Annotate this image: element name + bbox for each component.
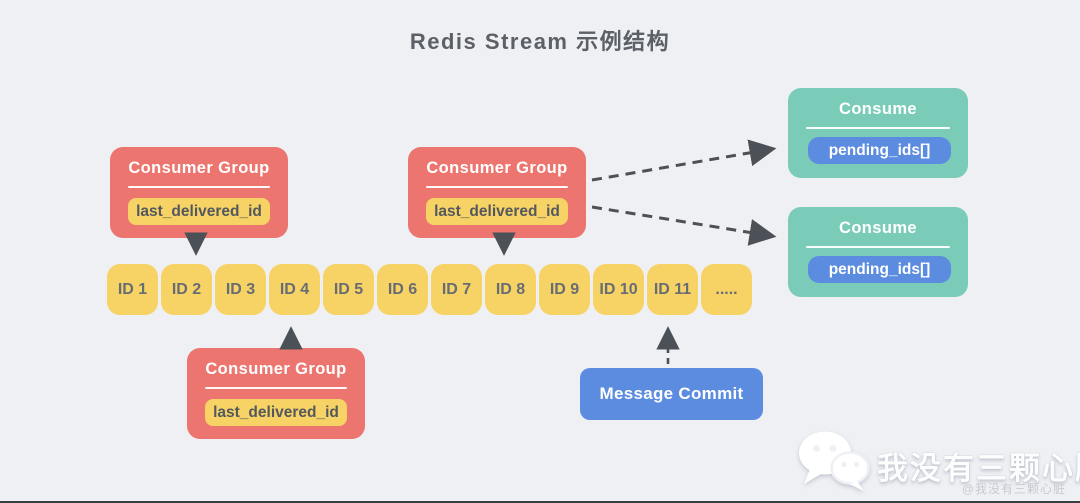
stream-id-cell: ID 6: [377, 264, 428, 315]
stream-id-cell: ID 11: [647, 264, 698, 315]
stream-id-cell: ID 1: [107, 264, 158, 315]
bottom-divider-line: [0, 501, 1080, 503]
stream-id-cell: ID 2: [161, 264, 212, 315]
last-delivered-id-pill: last_delivered_id: [426, 198, 568, 225]
stream-id-cell: .....: [701, 264, 752, 315]
diagram-title: Redis Stream 示例结构: [409, 29, 671, 54]
arrow-consumer-group-2-to-consume-1: [591, 139, 777, 182]
consumer-group-label: Consumer Group: [128, 159, 270, 177]
stream-id-cell: ID 7: [431, 264, 482, 315]
divider-line: [806, 246, 950, 248]
consumer-group-label: Consumer Group: [426, 159, 568, 177]
divider-line: [806, 127, 950, 129]
divider-line: [205, 387, 347, 389]
consume-box-2: Consume pending_ids[]: [788, 207, 968, 297]
stream-id-cell: ID 9: [539, 264, 590, 315]
pending-ids-pill: pending_ids[]: [808, 137, 951, 164]
stream-id-cell: ID 8: [485, 264, 536, 315]
pending-ids-pill: pending_ids[]: [808, 256, 951, 283]
consumer-group-box-2: Consumer Group last_delivered_id: [408, 147, 586, 238]
consume-box-1: Consume pending_ids[]: [788, 88, 968, 178]
message-commit-box: Message Commit: [580, 368, 763, 420]
stream-id-cell: ID 4: [269, 264, 320, 315]
consumer-group-box-1: Consumer Group last_delivered_id: [110, 147, 288, 238]
consume-label: Consume: [839, 100, 917, 118]
consumer-group-box-3: Consumer Group last_delivered_id: [187, 348, 365, 439]
divider-line: [426, 186, 568, 188]
last-delivered-id-pill: last_delivered_id: [128, 198, 270, 225]
stream-id-cell: ID 3: [215, 264, 266, 315]
watermark-copyright: @我没有三颗心脏: [961, 482, 1066, 496]
stream-id-cell: ID 5: [323, 264, 374, 315]
arrow-consumer-group-2-to-consume-2: [591, 205, 777, 246]
wechat-icon: [799, 431, 870, 491]
watermark-name: 我没有三颗心脏: [877, 451, 1080, 486]
divider-line: [128, 186, 270, 188]
consumer-group-label: Consumer Group: [205, 360, 347, 378]
last-delivered-id-pill: last_delivered_id: [205, 399, 347, 426]
stream-id-cell: ID 10: [593, 264, 644, 315]
consume-label: Consume: [839, 219, 917, 237]
